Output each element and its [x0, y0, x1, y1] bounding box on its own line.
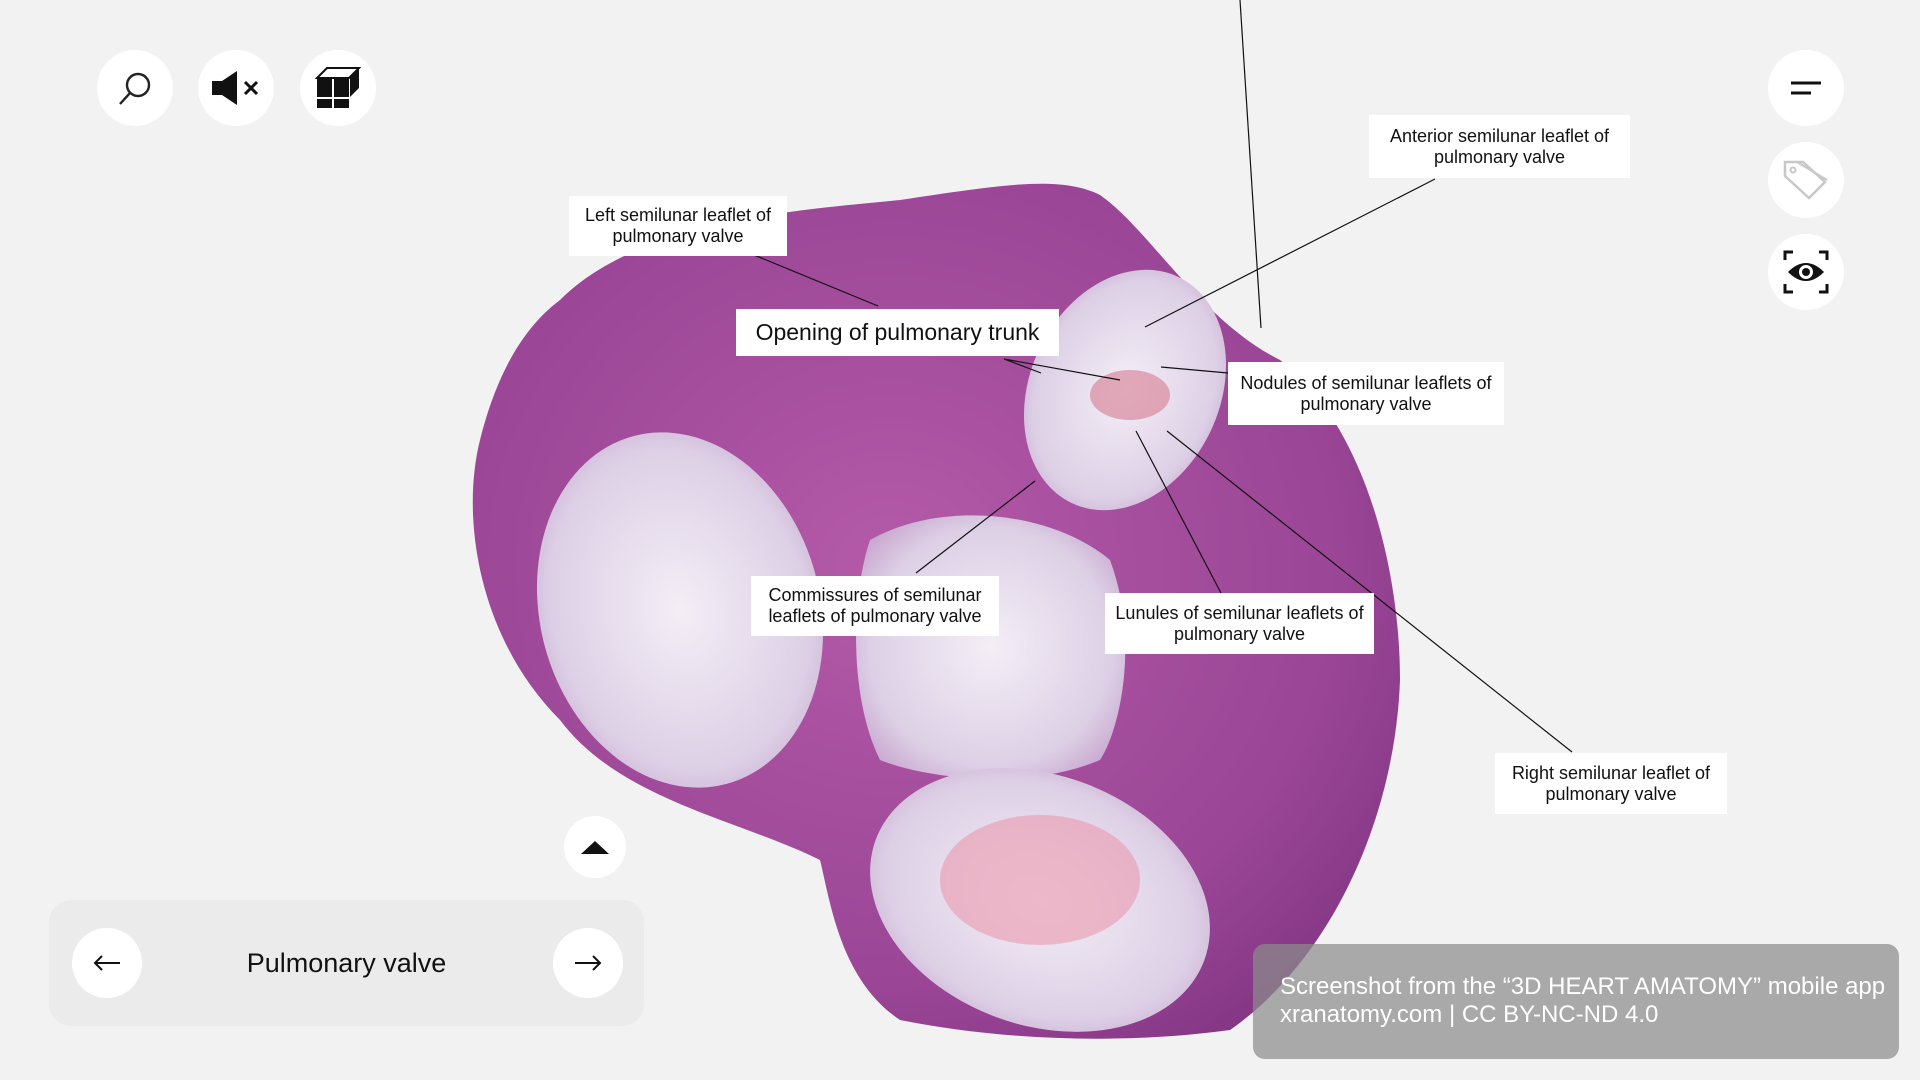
label-left-semilunar-leaflet[interactable]: Left semilunar leaflet of pulmonary valv… [569, 196, 787, 256]
speaker-muted-icon [212, 71, 259, 105]
label-right-semilunar-leaflet[interactable]: Right semilunar leaflet of pulmonary val… [1495, 753, 1727, 814]
arrow-right-icon [575, 955, 602, 971]
arrow-left-icon [93, 955, 120, 971]
label-nodules[interactable]: Nodules of semilunar leaflets of pulmona… [1228, 362, 1504, 425]
expand-panel-button[interactable] [564, 816, 626, 878]
label-lunules[interactable]: Lunules of semilunar leaflets of pulmona… [1105, 593, 1374, 654]
label-anterior-semilunar-leaflet[interactable]: Anterior semilunar leaflet of pulmonary … [1369, 115, 1630, 178]
leader-line [915, 480, 1036, 574]
mute-button[interactable] [198, 50, 274, 126]
focus-view-button[interactable] [1768, 234, 1844, 310]
layers-button[interactable] [300, 50, 376, 126]
watermark-line-1: Screenshot from the “3D HEART AMATOMY” m… [1280, 973, 1886, 1000]
watermark: Screenshot from the “3D HEART AMATOMY” m… [1253, 944, 1899, 1059]
label-commissures[interactable]: Commissures of semilunar leaflets of pul… [751, 576, 999, 636]
search-button[interactable] [97, 50, 173, 126]
menu-icon [1791, 81, 1821, 95]
menu-button[interactable] [1768, 50, 1844, 126]
leader-line [1135, 430, 1222, 594]
leader-line [1239, 0, 1262, 329]
leader-line [1166, 430, 1573, 753]
previous-structure-button[interactable] [72, 928, 142, 998]
labels-toggle-button[interactable] [1768, 142, 1844, 218]
structure-navigation-panel: Pulmonary valve [49, 900, 644, 1026]
search-icon [119, 72, 151, 105]
leader-line [1003, 358, 1121, 381]
label-opening-pulmonary-trunk[interactable]: Opening of pulmonary trunk [736, 309, 1059, 356]
eye-focus-icon [1783, 250, 1829, 294]
layers-icon [315, 67, 361, 108]
tag-icon [1783, 160, 1828, 200]
leader-line [1003, 358, 1042, 374]
leader-line [1144, 178, 1436, 328]
watermark-line-2: xranatomy.com | CC BY-NC-ND 4.0 [1280, 1001, 1659, 1028]
next-structure-button[interactable] [553, 928, 623, 998]
leader-line [1160, 366, 1229, 374]
structure-title: Pulmonary valve [246, 947, 447, 978]
caret-up-icon [581, 841, 609, 854]
